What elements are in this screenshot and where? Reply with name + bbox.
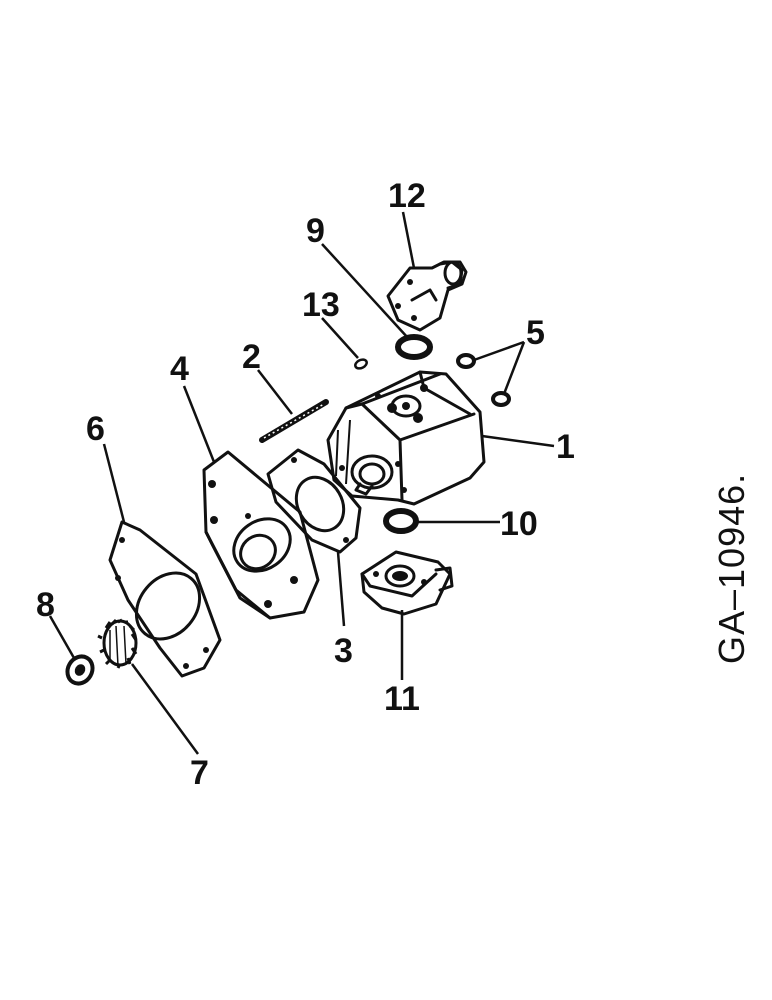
part-12-elbow-fitting: [386, 260, 468, 332]
leader-7: [130, 663, 200, 755]
callout-4: 4: [170, 350, 189, 388]
part-10-o-ring: [383, 508, 419, 534]
leader-1: [481, 434, 555, 448]
part-7-gear: [97, 618, 138, 669]
part-11-flange-fitting: [360, 550, 454, 616]
leader-5b: [502, 341, 526, 395]
figure-id: GA–10946.: [711, 473, 752, 664]
part-2-rod: [259, 399, 329, 443]
part-6-gasket: [108, 520, 222, 678]
part-5-seals: [456, 353, 511, 407]
callout-9: 9: [306, 212, 325, 250]
part-9-o-ring: [395, 334, 433, 360]
callout-7: 7: [190, 754, 209, 792]
callout-5: 5: [526, 314, 545, 352]
leader-lines: [48, 211, 555, 755]
callout-11: 11: [384, 680, 420, 718]
leader-6: [102, 443, 126, 523]
callout-13: 13: [302, 286, 340, 324]
leader-12: [401, 211, 416, 269]
leader-13: [321, 317, 359, 359]
leader-4: [182, 385, 216, 463]
part-4-mounting-plate: [202, 450, 320, 620]
part-1-pump-body: [326, 370, 486, 506]
callout-2: 2: [242, 338, 261, 376]
leader-5a: [473, 340, 525, 362]
leader-9: [321, 243, 409, 339]
leader-2: [257, 369, 293, 415]
part-8-washer: [65, 654, 95, 686]
leader-8: [48, 615, 76, 659]
leader-3: [336, 551, 346, 627]
callout-10: 10: [500, 505, 538, 543]
part-13-pin: [354, 358, 368, 370]
callout-12: 12: [388, 177, 426, 215]
callout-6: 6: [86, 410, 105, 448]
callout-3: 3: [334, 632, 353, 670]
callout-1: 1: [556, 428, 575, 466]
callout-8: 8: [36, 586, 55, 624]
